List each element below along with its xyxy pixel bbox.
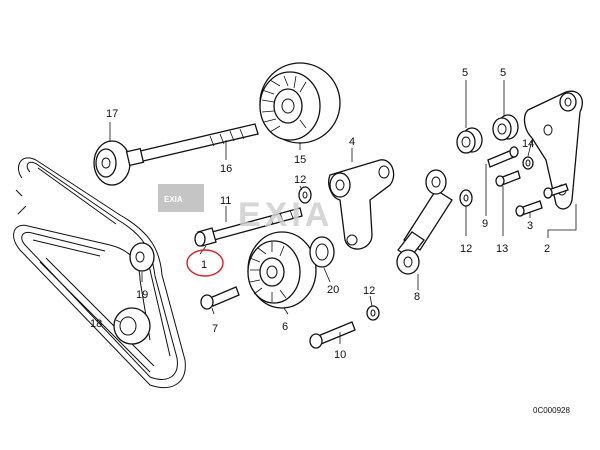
sleeve-1 — [194, 227, 217, 247]
callout-12-bottom: 12 — [363, 285, 375, 297]
leader-lines — [109, 80, 577, 344]
callout-12-right: 12 — [460, 243, 472, 255]
callout-15: 15 — [294, 154, 306, 166]
callout-13: 13 — [496, 243, 508, 255]
watermark: EXIA EXIA — [158, 184, 333, 234]
bolt-14 — [522, 156, 534, 170]
callout-2: 2 — [544, 243, 550, 255]
diagram-code: 0C000928 — [533, 406, 570, 415]
bolt-3b — [515, 200, 543, 217]
callout-6: 6 — [282, 321, 288, 333]
bushing-5-right — [492, 114, 519, 141]
watermark-badge: EXIA — [164, 195, 183, 204]
callout-11: 11 — [220, 195, 231, 207]
pulley-6 — [247, 231, 317, 309]
washer-12-bottom — [366, 305, 380, 321]
callout-16: 16 — [220, 163, 232, 175]
callout-4: 4 — [349, 136, 355, 148]
damper-8 — [396, 169, 453, 275]
callout-5a: 5 — [462, 67, 468, 79]
bolt-16 — [125, 123, 259, 167]
callout-17: 17 — [106, 108, 118, 120]
watermark-text: EXIA — [238, 196, 333, 234]
callout-9: 9 — [482, 218, 488, 230]
callout-10: 10 — [334, 349, 346, 361]
callout-8: 8 — [414, 291, 420, 303]
ring-20 — [309, 236, 335, 268]
callout-19: 19 — [136, 289, 148, 301]
callout-7: 7 — [212, 323, 218, 335]
callout-20: 20 — [327, 284, 339, 296]
callout-18: 18 — [90, 318, 102, 330]
pulley-19 — [129, 242, 155, 272]
tensioner-arm-4 — [328, 159, 395, 250]
pulley-17 — [93, 140, 131, 186]
highlight-ring — [186, 249, 224, 277]
callout-1: 1 — [201, 259, 207, 271]
callout-12-top: 12 — [294, 174, 306, 186]
bolt-7 — [200, 286, 240, 310]
pulley-18 — [113, 307, 151, 345]
callout-3: 3 — [527, 220, 533, 232]
washer-12-top — [298, 186, 312, 204]
bolt-13 — [495, 170, 521, 187]
callouts: 17 16 15 4 5 5 14 12 11 1 19 18 7 6 20 1… — [90, 67, 550, 361]
washer-12-right — [459, 189, 473, 207]
bushing-5-left — [456, 127, 483, 154]
bolt-9 — [487, 146, 519, 168]
bracket-2 — [523, 90, 583, 210]
drive-belt — [13, 157, 186, 389]
pulley-15 — [259, 62, 341, 144]
bolt-3a — [543, 183, 569, 199]
callout-14: 14 — [522, 138, 534, 150]
callout-5b: 5 — [500, 67, 506, 79]
bolt-10 — [309, 321, 356, 349]
